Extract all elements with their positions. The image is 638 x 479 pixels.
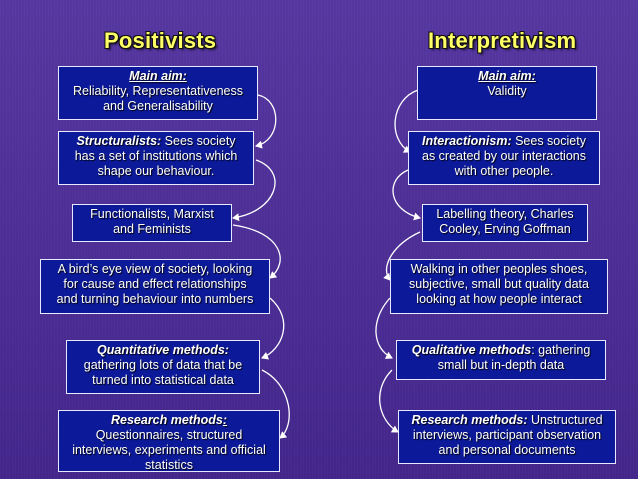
quantitative-methods-text-1: gathering lots of data that be — [83, 358, 243, 372]
positivist-research-methods-colon: : — [222, 413, 228, 427]
left-arrow-4 — [261, 297, 285, 360]
positivist-main-aim-text-2: and Generalisability — [103, 99, 213, 113]
right-arrow-4 — [375, 297, 393, 359]
walking-box: Walking in other peoples shoes, subjecti… — [390, 259, 608, 314]
birds-eye-box: A bird’s eye view of society, looking fo… — [40, 259, 270, 314]
right-arrow-3 — [383, 231, 421, 281]
functionalists-text-2: and Feminists — [113, 222, 191, 236]
interpretivist-research-methods-text-3: and personal documents — [438, 443, 576, 457]
structuralists-text-1: Sees society — [161, 134, 236, 148]
birds-eye-text-2: for cause and effect relationships — [63, 277, 247, 291]
labelling-theory-box: Labelling theory, Charles Cooley, Erving… — [422, 204, 588, 242]
functionalists-box: Functionalists, Marxist and Feminists — [72, 204, 232, 242]
labelling-theory-text-2: Cooley, Erving Goffman — [439, 222, 571, 236]
walking-text-3: looking at how people interact — [416, 292, 582, 306]
right-arrow-2 — [392, 169, 421, 221]
walking-text-1: Walking in other peoples shoes, — [410, 262, 588, 276]
right-arrow-1 — [394, 89, 419, 153]
interactionism-box: Interactionism: Sees society as created … — [408, 131, 600, 185]
positivist-research-methods-label: Research methods — [110, 413, 223, 427]
structuralists-text-2: has a set of institutions which — [74, 149, 238, 163]
positivist-main-aim-box: Main aim: Reliability, Representativenes… — [58, 66, 258, 120]
labelling-theory-text-1: Labelling theory, Charles — [436, 207, 574, 221]
interpretivist-research-methods-label: Research methods: — [411, 413, 528, 427]
left-arrow-2 — [232, 159, 276, 222]
qualitative-methods-text-2: small but in-depth data — [437, 358, 565, 372]
qualitative-methods-text-1: : gathering — [531, 343, 591, 357]
interactionism-text-1: Sees society — [511, 134, 586, 148]
interactionism-label: Interactionism: — [422, 134, 512, 148]
positivist-research-methods-text-2: interviews, experiments and official — [72, 443, 266, 457]
interpretivist-main-aim-box: Main aim: Validity — [417, 66, 597, 120]
positivist-main-aim-label: Main aim: — [129, 69, 187, 83]
left-arrow-1 — [255, 94, 277, 149]
positivist-research-methods-text-3: statistics — [145, 458, 193, 472]
structuralists-text-3: shape our behaviour. — [97, 164, 215, 178]
quantitative-methods-label: Quantitative methods: — [97, 343, 229, 357]
left-arrow-3 — [232, 224, 281, 279]
interpretivism-title: Interpretivism — [428, 28, 577, 53]
structuralists-box: Structuralists: Sees society has a set o… — [58, 131, 254, 185]
qualitative-methods-box: Qualitative methods: gathering small but… — [396, 340, 606, 380]
quantitative-methods-box: Quantitative methods: gathering lots of … — [66, 340, 260, 394]
interpretivist-main-aim-label: Main aim: — [478, 69, 536, 83]
walking-text-2: subjective, small but quality data — [409, 277, 589, 291]
interpretivist-research-methods-box: Research methods: Unstructured interview… — [398, 410, 616, 464]
positivist-research-methods-box: Research methods: Questionnaires, struct… — [58, 410, 280, 472]
interpretivist-research-methods-text-2: interviews, participant observation — [412, 428, 602, 442]
birds-eye-text-1: A bird’s eye view of society, looking — [57, 262, 253, 276]
qualitative-methods-label: Qualitative methods — [411, 343, 532, 357]
interpretivist-research-methods-text-1: Unstructured — [527, 413, 603, 427]
positivist-research-methods-text-1: Questionnaires, structured — [95, 428, 243, 442]
quantitative-methods-text-2: turned into statistical data — [92, 373, 234, 387]
positivist-main-aim-text-1: Reliability, Representativeness — [73, 84, 243, 98]
birds-eye-text-3: and turning behaviour into numbers — [56, 292, 254, 306]
interactionism-text-3: with other people. — [454, 164, 554, 178]
right-arrow-5 — [379, 369, 399, 433]
structuralists-label: Structuralists: — [76, 134, 162, 148]
functionalists-text-1: Functionalists, Marxist — [90, 207, 214, 221]
interactionism-text-2: as created by our interactions — [422, 149, 586, 163]
left-arrow-5 — [261, 369, 290, 439]
interpretivist-main-aim-text-1: Validity — [487, 84, 527, 98]
positivists-title: Positivists — [104, 28, 217, 53]
